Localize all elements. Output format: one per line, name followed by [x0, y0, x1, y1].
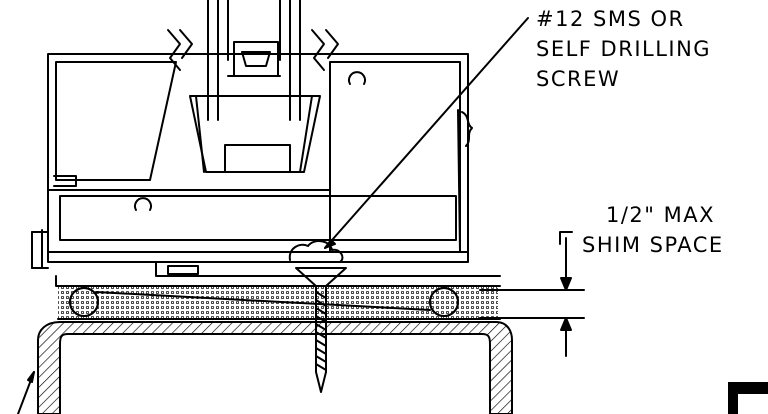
vertical-mullion: [207, 0, 301, 121]
anchor-clip: [457, 109, 473, 253]
backer-rods: [57, 287, 501, 320]
screw-note-line-3: SCREW: [536, 67, 620, 91]
shim-note-line-2: SHIM SPACE: [582, 233, 724, 257]
screw-leader: [324, 17, 529, 249]
substrate: [37, 321, 513, 414]
screw-note-line-1: #12 SMS OR: [536, 7, 685, 31]
sill-frame: [31, 29, 501, 287]
sealant-bead: [288, 240, 344, 263]
screw-note-line-2: SELF DRILLING: [536, 37, 711, 61]
corner-mark: [728, 382, 768, 414]
shim-note-line-1: 1/2" MAX: [606, 203, 715, 227]
substrate-leader: [17, 371, 35, 414]
